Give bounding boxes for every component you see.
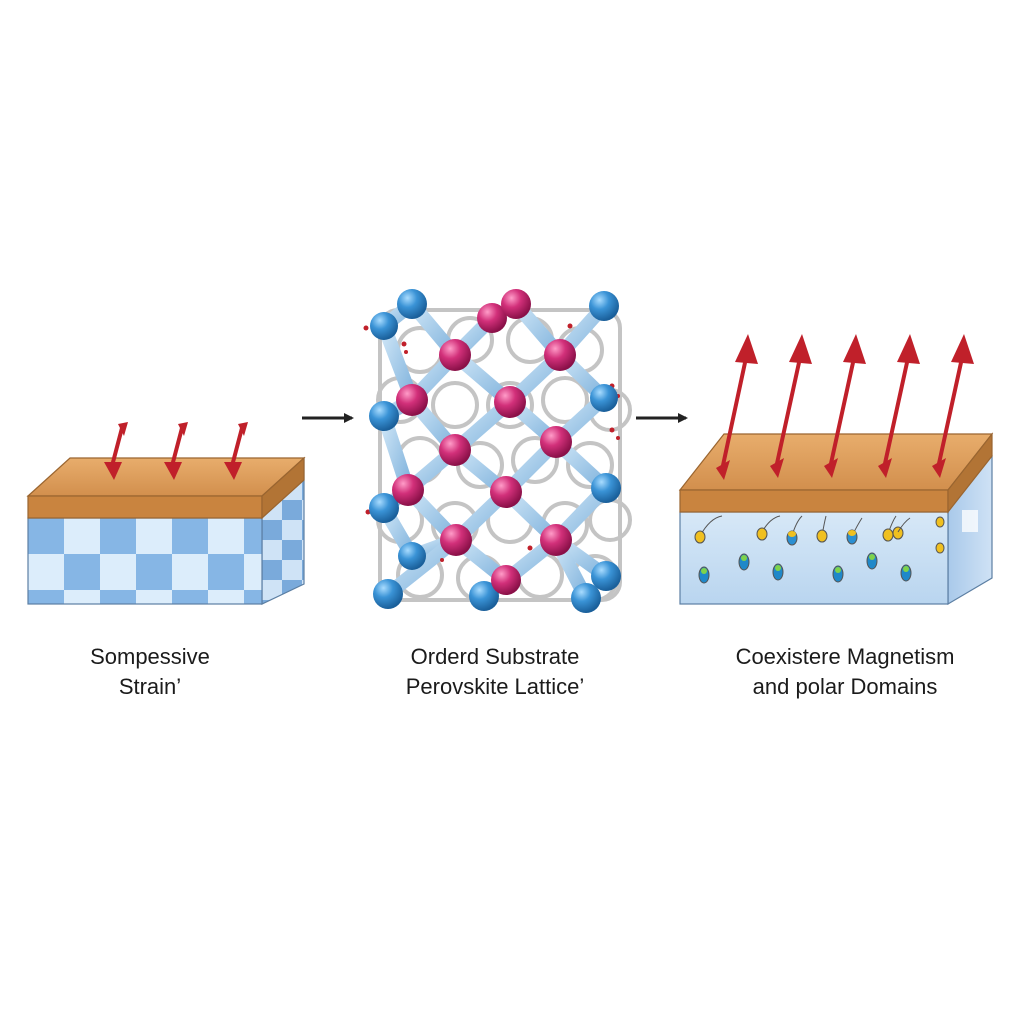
atom-blue [369, 493, 399, 523]
perovskite-lattice [363, 289, 632, 613]
down-arrow-icon [104, 422, 128, 480]
up-arrow-icon [770, 334, 812, 478]
side-highlight [962, 510, 978, 532]
atom-magenta [494, 386, 526, 418]
atom-blue [591, 561, 621, 591]
down-arrow-icon [224, 422, 248, 480]
up-arrow-icon [716, 334, 758, 480]
atom-magenta [501, 289, 531, 319]
strain-arrows [104, 422, 248, 480]
atom-magenta [396, 384, 428, 416]
atom-magenta [439, 339, 471, 371]
atom-blue [373, 579, 403, 609]
atom-magenta [540, 426, 572, 458]
substrate-front-face [27, 517, 263, 605]
atom-blue [397, 289, 427, 319]
strain-caption: Sompessive Strain’ [30, 642, 270, 702]
up-arrow-icon [878, 334, 920, 478]
atom-magenta [540, 524, 572, 556]
down-arrow-icon [164, 422, 188, 480]
blue-atoms [369, 289, 621, 613]
atom-magenta [440, 524, 472, 556]
strain-block [26, 456, 306, 605]
polar-dipoles [694, 515, 945, 584]
strain-caption-line2: Strain’ [118, 674, 182, 699]
film-front-edge [679, 489, 949, 513]
film-side-edge [947, 432, 993, 514]
lattice-caption: Orderd Substrate Perovskite Lattice’ [370, 642, 620, 702]
up-arrow-icon [932, 334, 974, 478]
atom-magenta [490, 476, 522, 508]
lattice-caption-line1: Orderd Substrate [410, 644, 580, 669]
atom-magenta [439, 434, 471, 466]
domains-caption-line1: Coexistere Magnetism [735, 644, 955, 669]
lattice-caption-line2: Perovskite Lattice’ [405, 674, 585, 699]
atom-blue [589, 291, 619, 321]
atom-blue [571, 583, 601, 613]
atom-magenta [477, 303, 507, 333]
moment-arrows [716, 334, 974, 480]
atom-blue [370, 312, 398, 340]
film-side-edge [261, 456, 305, 520]
domains-caption: Coexistere Magnetism and polar Domains [700, 642, 990, 702]
atom-magenta [544, 339, 576, 371]
atom-blue [398, 542, 426, 570]
atom-magenta [491, 565, 521, 595]
domains-caption-line2: and polar Domains [752, 674, 938, 699]
block-front-face [679, 511, 949, 605]
film-front-edge [27, 495, 263, 519]
atom-blue [369, 401, 399, 431]
strain-caption-line1: Sompessive [90, 644, 210, 669]
domains-block [678, 432, 994, 606]
atom-blue [590, 384, 618, 412]
atom-blue [469, 581, 499, 611]
magenta-atoms [392, 289, 576, 595]
atom-blue [591, 473, 621, 503]
up-arrow-icon [824, 334, 866, 478]
atom-magenta [392, 474, 424, 506]
